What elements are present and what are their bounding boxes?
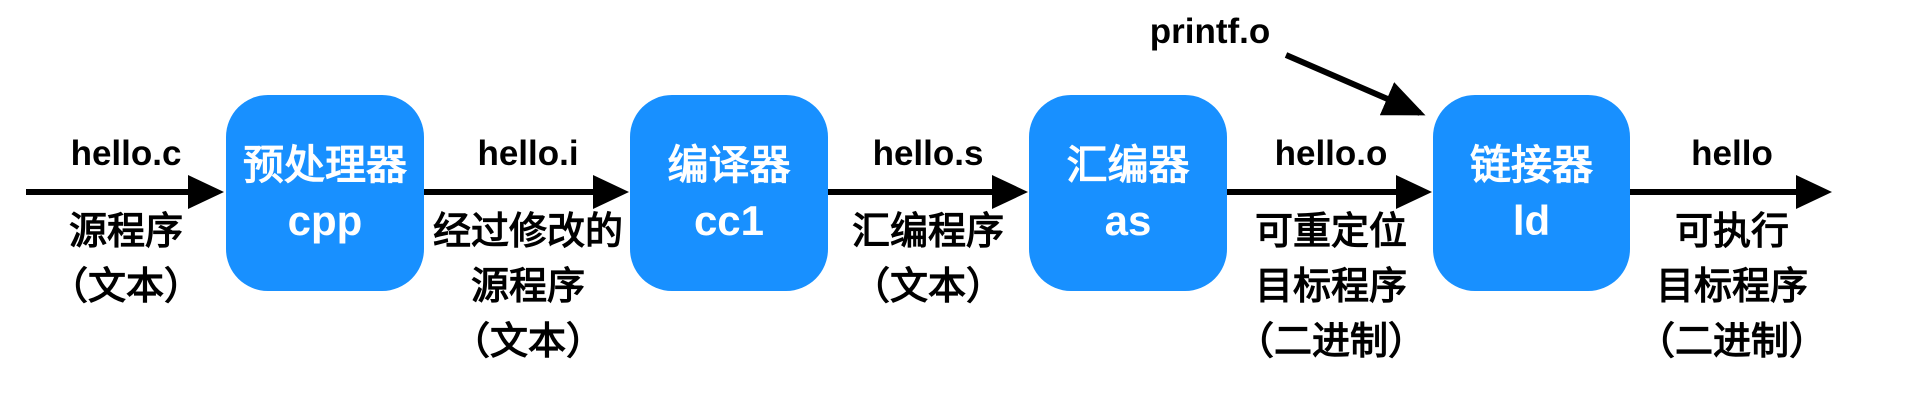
stage-name-assembler: 汇编器 xyxy=(1066,142,1190,188)
flow-arrow-hello-o xyxy=(1227,175,1432,209)
file-label-hello-o: hello.o xyxy=(1274,134,1388,173)
stage-name-preprocessor: 预处理器 xyxy=(243,142,407,188)
desc-line: 源程序 xyxy=(68,211,183,253)
desc-line: 可执行 xyxy=(1674,211,1789,253)
flow-arrow-hello xyxy=(1629,175,1832,209)
desc-line: 经过修改的 xyxy=(432,211,623,253)
desc-line: 汇编程序 xyxy=(851,211,1004,253)
desc-line: 目标程序 xyxy=(1254,266,1407,308)
stage-name-linker: 链接器 xyxy=(1470,142,1593,188)
stage-tool-cc1: cc1 xyxy=(693,197,765,244)
file-label-hello-c: hello.c xyxy=(70,134,182,173)
desc-line: （二进制） xyxy=(1235,321,1426,363)
desc-assembly-program: 汇编程序 （文本） xyxy=(808,205,1048,315)
desc-line: （文本） xyxy=(851,266,1004,308)
flow-arrow-hello-i xyxy=(424,175,629,209)
stage-tool-ld: ld xyxy=(1512,197,1551,244)
file-label-hello: hello xyxy=(1691,134,1773,173)
desc-source-program: 源程序 （文本） xyxy=(6,205,246,315)
desc-relocatable-object: 可重定位 目标程序 （二进制） xyxy=(1211,205,1451,370)
desc-executable-object: 可执行 目标程序 （二进制） xyxy=(1612,205,1852,370)
desc-line: 目标程序 xyxy=(1655,266,1808,308)
stage-tool-as: as xyxy=(1104,197,1152,244)
desc-line: （二进制） xyxy=(1636,321,1827,363)
printf-o-label: printf.o xyxy=(1149,12,1271,51)
desc-modified-source: 经过修改的 源程序 （文本） xyxy=(408,205,648,370)
stage-name-compiler: 编译器 xyxy=(667,142,791,188)
file-label-hello-i: hello.i xyxy=(477,134,579,173)
stage-box-linker: 链接器 ld xyxy=(1433,95,1630,291)
desc-line: （文本） xyxy=(451,321,604,363)
printf-arrow xyxy=(1284,52,1426,116)
stage-box-preprocessor: 预处理器 cpp xyxy=(226,95,424,291)
desc-line: （文本） xyxy=(49,266,202,308)
file-label-hello-s: hello.s xyxy=(872,134,984,173)
stage-box-assembler: 汇编器 as xyxy=(1029,95,1227,291)
desc-line: 可重定位 xyxy=(1254,211,1407,253)
desc-line: 源程序 xyxy=(470,266,585,308)
stage-box-compiler: 编译器 cc1 xyxy=(630,95,828,291)
stage-tool-cpp: cpp xyxy=(287,197,363,244)
flow-arrow-hello-c xyxy=(26,175,224,209)
flow-arrow-hello-s xyxy=(828,175,1028,209)
